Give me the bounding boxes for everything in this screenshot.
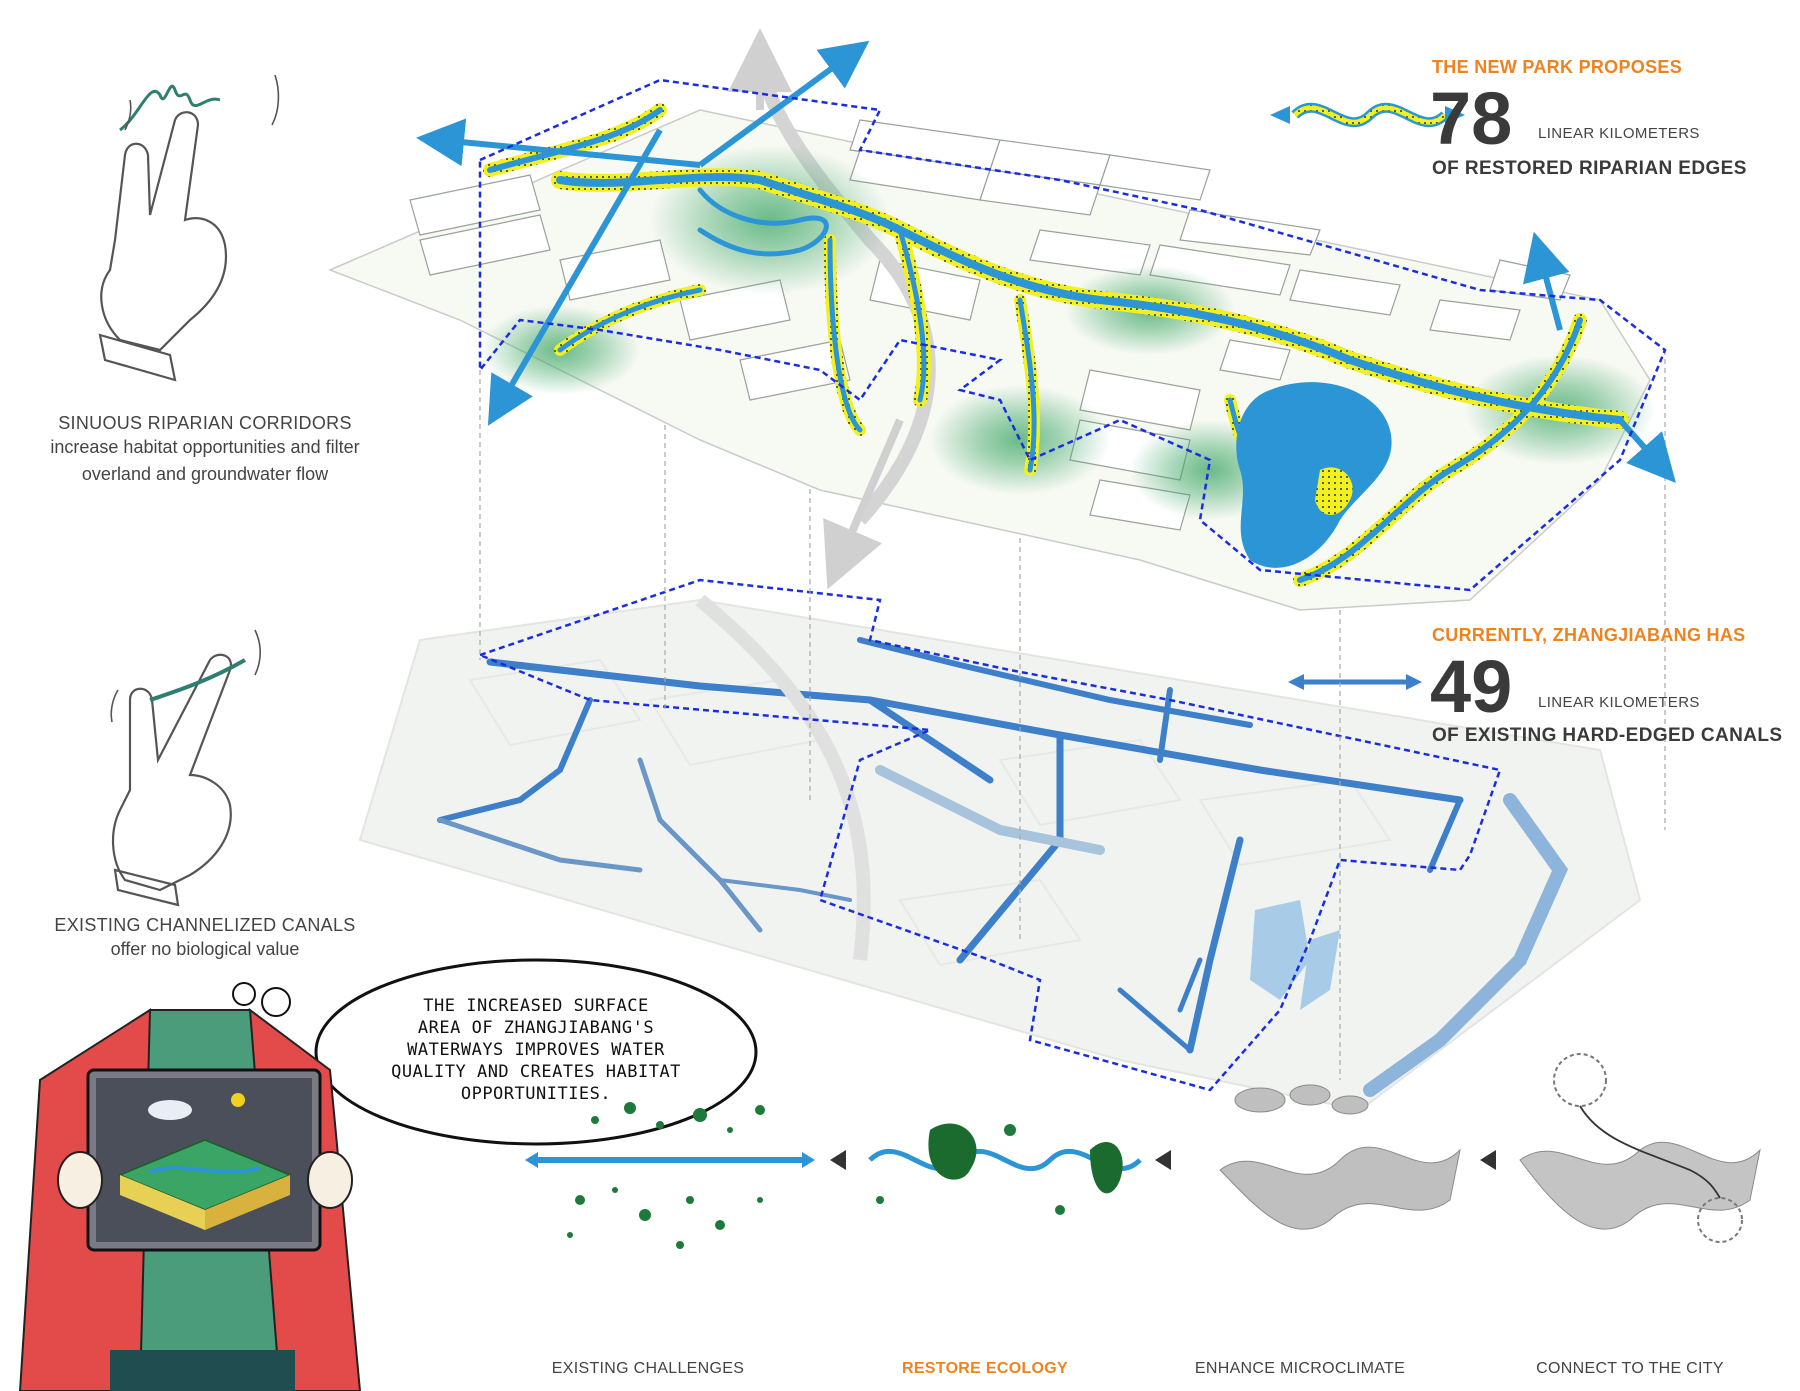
stat-current-kicker: CURRENTLY, ZHANGJIABANG HAS xyxy=(1432,625,1746,645)
bubble-text: THE INCREASED SURFACE AREA OF ZHANGJIABA… xyxy=(346,995,726,1105)
meander-icon xyxy=(1270,102,1465,128)
bubble-line-2: AREA OF ZHANGJIABANG'S xyxy=(417,1018,655,1038)
arrow-right-icon xyxy=(1155,1150,1171,1170)
hand-bottom-title: EXISTING CHANNELIZED CANALS xyxy=(54,915,356,935)
hand-top-desc-line1: increase habitat opportunities and filte… xyxy=(50,437,360,457)
bubble-line-4: QUALITY AND CREATES HABITAT xyxy=(391,1062,681,1082)
person-illustration xyxy=(18,1007,362,1391)
speech-bubble xyxy=(232,958,758,1146)
proposed-park-plane xyxy=(328,28,1676,611)
stat-current-number: 49 xyxy=(1430,645,1513,728)
step-existing-challenges: EXISTING CHALLENGES xyxy=(551,1360,745,1377)
hand-bottom-desc: offer no biological value xyxy=(110,939,300,959)
existing-canals-plane xyxy=(358,578,1642,1112)
arrow-right-icon xyxy=(830,1150,846,1170)
stat-new-number: 78 xyxy=(1430,77,1513,160)
hand-bottom-text: EXISTING CHANNELIZED CANALS offer no bio… xyxy=(0,915,410,963)
step-connect-to-city: CONNECT TO THE CITY xyxy=(1536,1360,1724,1377)
stat-current-unit: LINEAR KILOMETERS xyxy=(1538,694,1700,711)
hand-top-desc-line2: overland and groundwater flow xyxy=(81,464,329,484)
step-restore-ecology: RESTORE ECOLOGY xyxy=(901,1360,1068,1377)
step-enhance-microclimate: ENHANCE MICROCLIMATE xyxy=(1194,1360,1406,1377)
process-strip xyxy=(525,1053,1761,1249)
bubble-line-3: WATERWAYS IMPROVES WATER xyxy=(407,1040,665,1060)
stat-new-kicker: THE NEW PARK PROPOSES xyxy=(1432,57,1682,77)
bubble-line-1: THE INCREASED SURFACE xyxy=(423,996,649,1016)
bubble-line-5: OPPORTUNITIES. xyxy=(460,1084,612,1104)
stat-current-caption: OF EXISTING HARD-EDGED CANALS xyxy=(1432,725,1783,746)
stat-new-unit: LINEAR KILOMETERS xyxy=(1538,125,1700,142)
stat-new-caption: OF RESTORED RIPARIAN EDGES xyxy=(1432,158,1747,179)
arrow-right-icon xyxy=(1480,1150,1496,1170)
hand-top-text: SINUOUS RIPARIAN CORRIDORS increase habi… xyxy=(0,413,410,488)
hand-top-title: SINUOUS RIPARIAN CORRIDORS xyxy=(58,413,352,433)
hand-gesture-icon xyxy=(98,74,280,907)
